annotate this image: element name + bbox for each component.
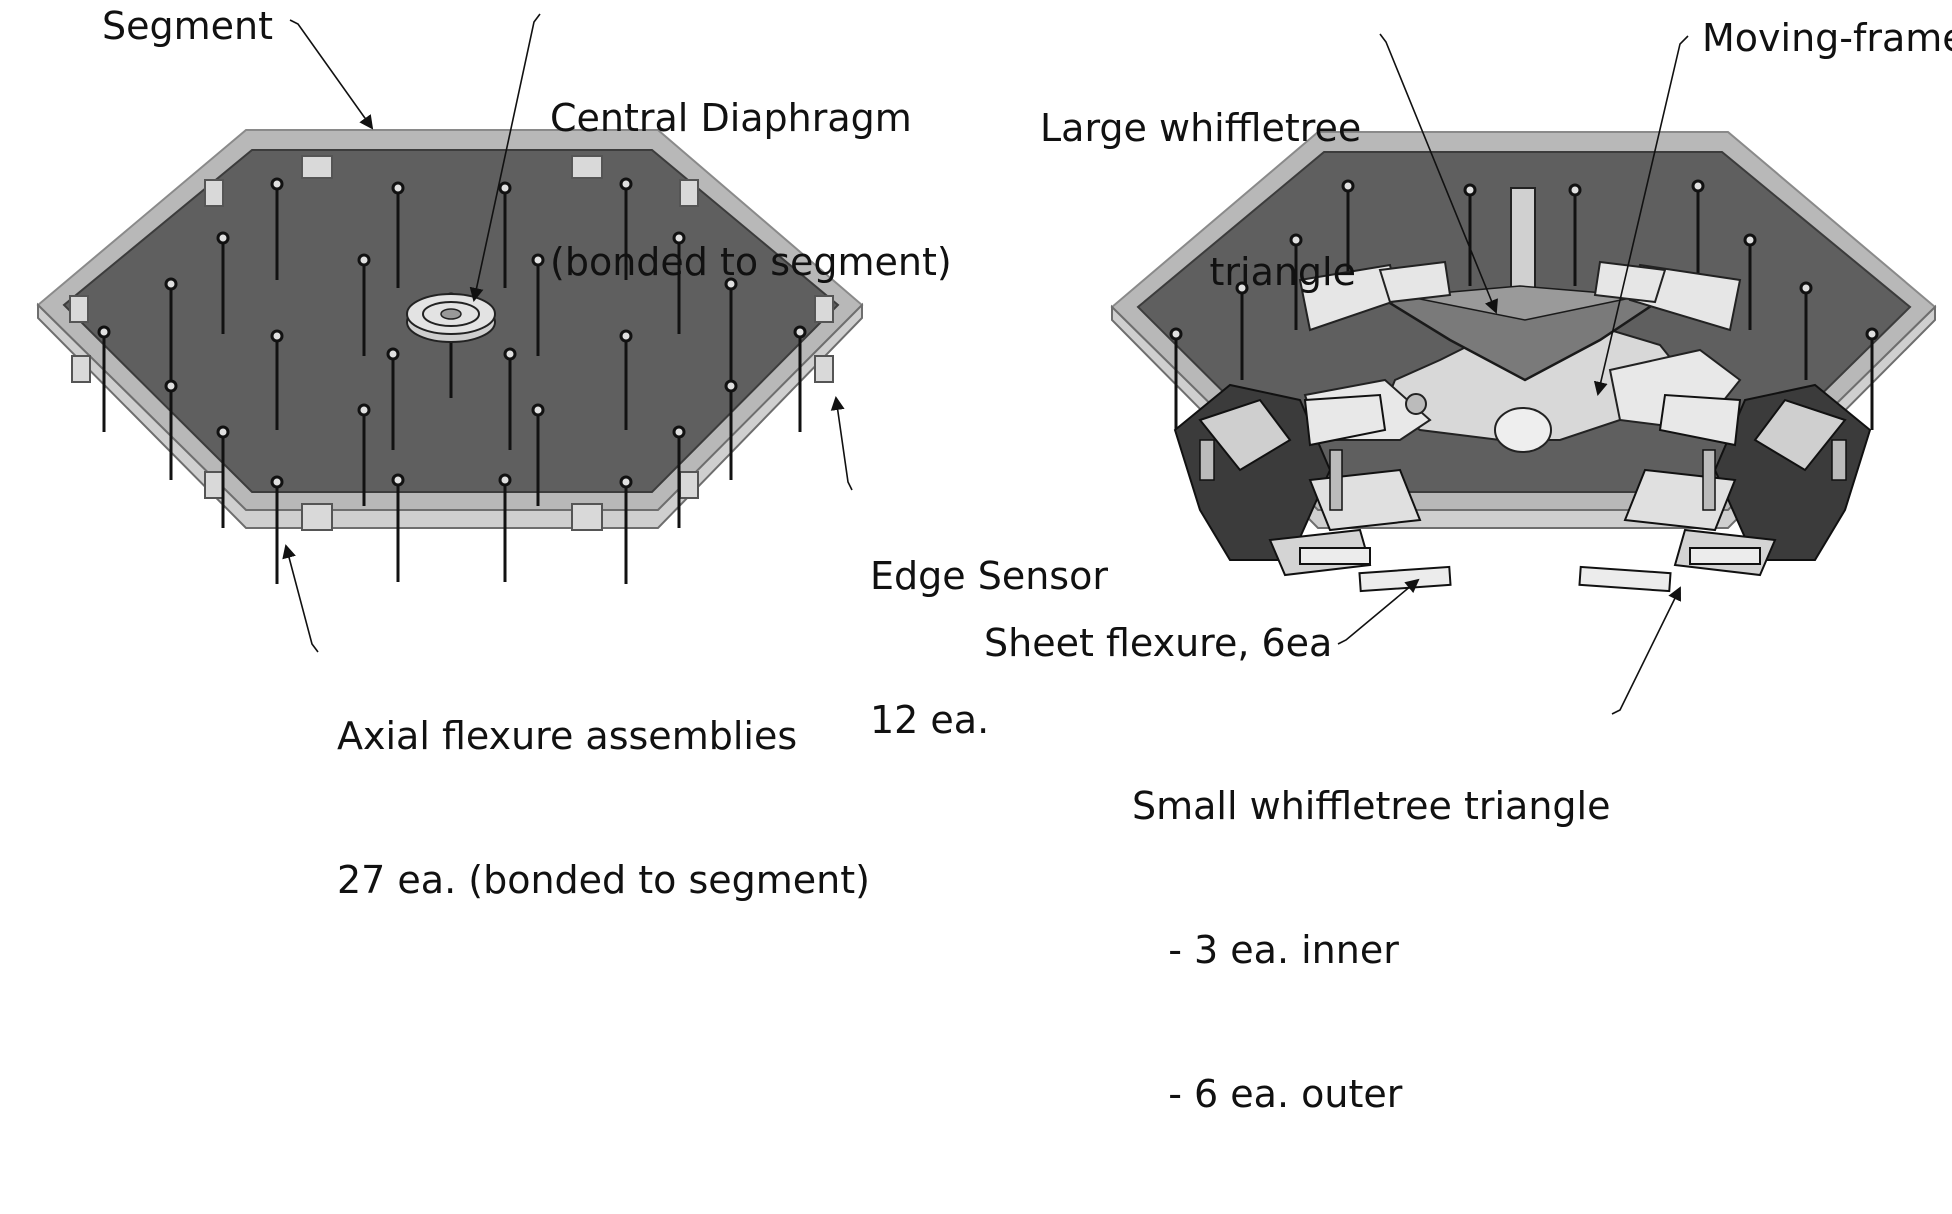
right-segment-assembly bbox=[1110, 131, 1937, 593]
axial-flexure bbox=[498, 181, 512, 288]
axial-flexure bbox=[391, 473, 405, 582]
axial-flexure bbox=[270, 329, 284, 430]
axial-flexure bbox=[498, 473, 512, 582]
left-segment-rim-front bbox=[37, 302, 863, 529]
axial-flexure bbox=[97, 325, 111, 432]
label-small-whiffletree-line-3: - 6 ea. outer bbox=[1132, 1072, 1403, 1116]
axial-flexure bbox=[164, 277, 178, 380]
left-axial-flexures bbox=[97, 177, 807, 584]
label-central-diaphragm-line-1: Central Diaphragm bbox=[550, 96, 912, 140]
left-edge-sensors bbox=[69, 155, 834, 531]
left-segment-assembly bbox=[36, 129, 864, 584]
segment-support-diagram: Segment Central Diaphragm (bonded to seg… bbox=[36, 0, 1952, 1116]
central-diaphragm bbox=[406, 293, 496, 343]
axial-flexure bbox=[672, 425, 686, 528]
central-diaphragm-leader bbox=[469, 13, 541, 302]
label-axial-flexure-line-1: Axial flexure assemblies bbox=[337, 714, 798, 758]
diagram-artwork bbox=[36, 13, 1937, 715]
large-whiffletree-leader bbox=[1379, 33, 1498, 314]
label-small-whiffletree-line-2: - 3 ea. inner bbox=[1132, 928, 1399, 972]
axial-flexure bbox=[724, 277, 738, 380]
sheet-flexures bbox=[1299, 547, 1761, 593]
axial-flexure-leader bbox=[282, 544, 319, 653]
label-central-diaphragm-line-2: (bonded to segment) bbox=[550, 240, 952, 284]
moving-frame-hub bbox=[1405, 393, 1427, 415]
axial-flexure bbox=[216, 425, 230, 528]
label-edge-sensor-line-2: 12 ea. bbox=[870, 698, 990, 742]
small-whiffletree-left bbox=[1173, 383, 1422, 577]
moving-frame-leader bbox=[1593, 35, 1689, 396]
right-segment-rim-front bbox=[1111, 304, 1936, 529]
label-axial-flexure: Axial flexure assemblies 27 ea. (bonded … bbox=[337, 616, 870, 1000]
edge-sensor-leader bbox=[830, 396, 853, 491]
upper-whiffletree-wings bbox=[1298, 260, 1742, 332]
label-segment: Segment bbox=[102, 4, 273, 48]
label-axial-flexure-line-2: 27 ea. (bonded to segment) bbox=[337, 858, 870, 902]
label-edge-sensor-line-1: Edge Sensor bbox=[870, 554, 1108, 598]
segment-leader bbox=[289, 19, 374, 130]
label-large-whiffletree-line-1: Large whiffletree bbox=[1040, 106, 1362, 150]
axial-flexure bbox=[619, 329, 633, 430]
label-sheet-flexure: Sheet flexure, 6ea bbox=[984, 621, 1333, 665]
small-whiffletree-leader bbox=[1611, 586, 1681, 715]
axial-flexure bbox=[164, 379, 178, 480]
axial-flexure bbox=[531, 403, 545, 506]
axial-flexure bbox=[619, 177, 633, 280]
axial-flexure bbox=[619, 475, 633, 584]
label-edge-sensor: Edge Sensor 12 ea. bbox=[870, 456, 1108, 840]
label-small-whiffletree: Small whiffletree triangle - 3 ea. inner… bbox=[1132, 686, 1611, 1214]
axial-flexure bbox=[391, 181, 405, 288]
axial-flexure bbox=[793, 325, 807, 432]
label-moving-frame: Moving-frame bbox=[1702, 16, 1952, 60]
axial-flexure bbox=[216, 231, 230, 334]
right-axial-flexures bbox=[1169, 179, 1879, 430]
axial-flexure bbox=[357, 253, 371, 356]
leader-lines bbox=[282, 13, 1689, 715]
axial-flexure bbox=[503, 347, 517, 450]
sheet-flexure-leader bbox=[1337, 578, 1420, 645]
axial-flexure bbox=[531, 253, 545, 356]
axial-flexure bbox=[270, 475, 284, 584]
axial-flexure bbox=[724, 379, 738, 480]
label-large-whiffletree: Large whiffletree triangle bbox=[1040, 8, 1362, 392]
small-whiffletree-right bbox=[1623, 383, 1872, 577]
central-bell bbox=[1494, 407, 1552, 453]
axial-flexure bbox=[270, 177, 284, 280]
axial-flexure bbox=[386, 347, 400, 450]
label-central-diaphragm: Central Diaphragm (bonded to segment) bbox=[550, 0, 952, 382]
axial-flexure bbox=[672, 231, 686, 334]
label-small-whiffletree-line-1: Small whiffletree triangle bbox=[1132, 784, 1611, 828]
label-large-whiffletree-line-2: triangle bbox=[1209, 250, 1356, 294]
axial-flexure bbox=[357, 403, 371, 506]
